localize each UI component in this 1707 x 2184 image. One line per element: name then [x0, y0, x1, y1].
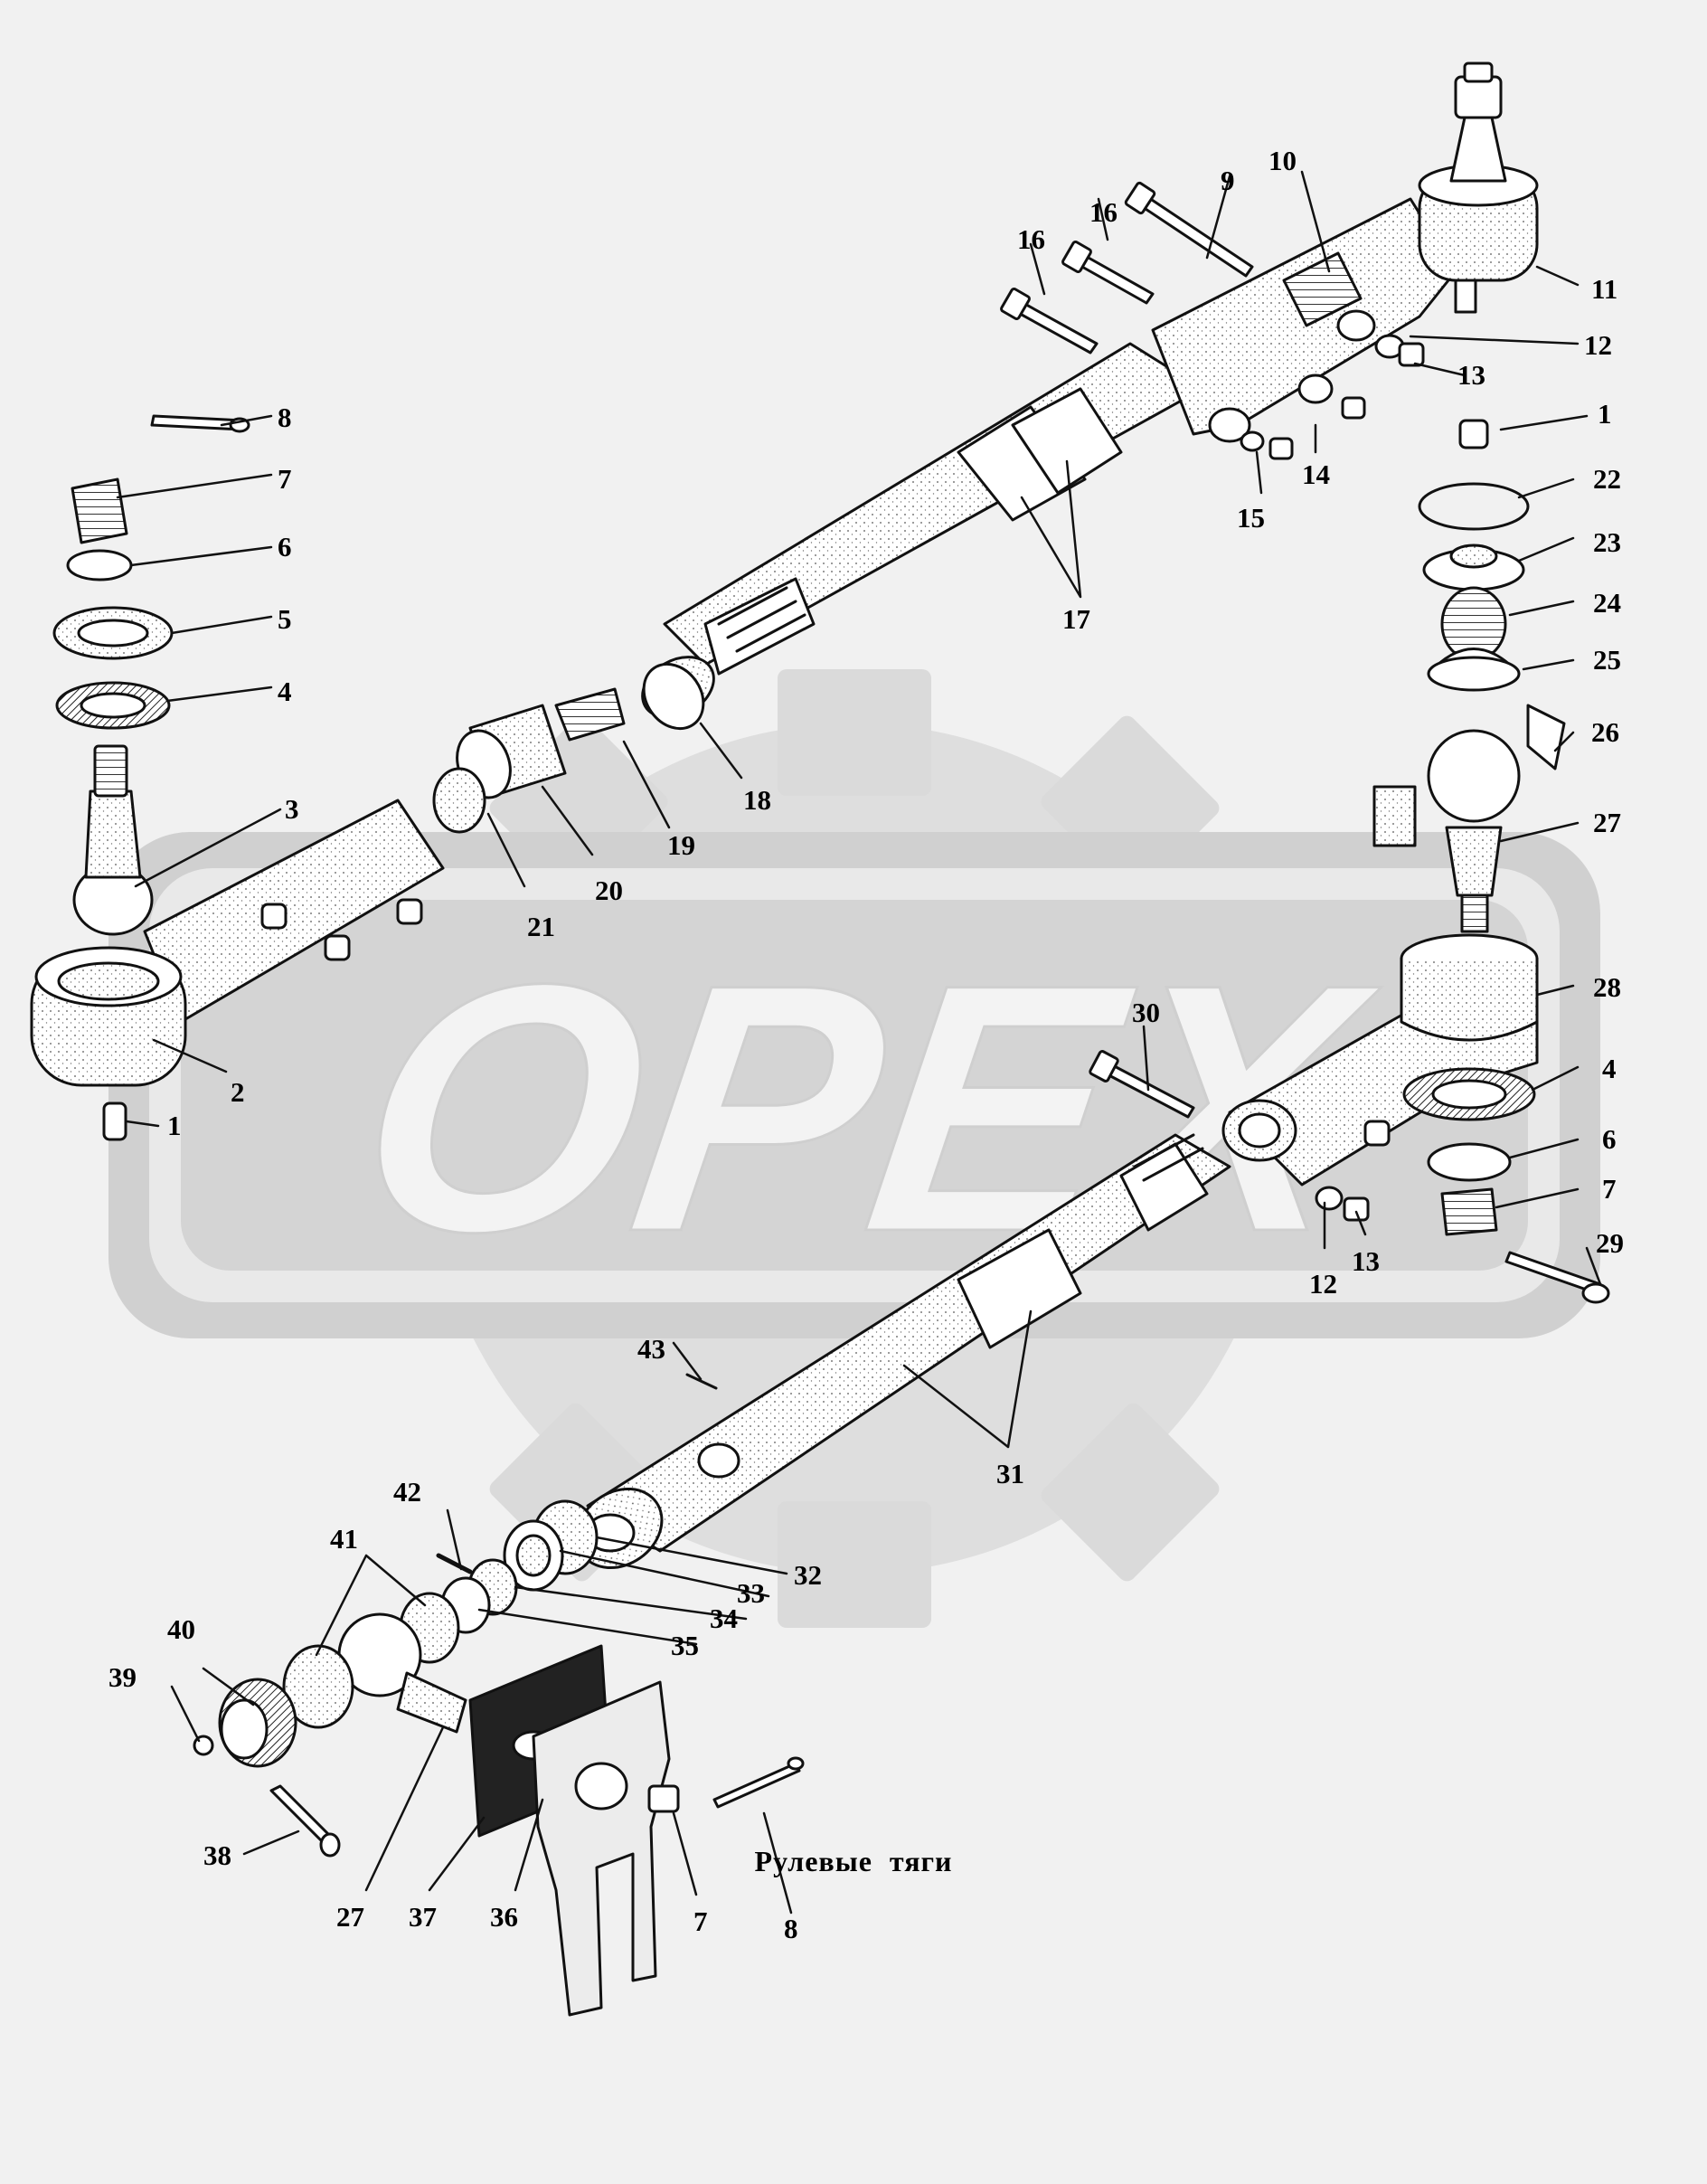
drawing	[30, 61, 1610, 2017]
callout-1b: 1	[1598, 398, 1612, 430]
callout-28: 28	[1593, 971, 1621, 1003]
callout-22: 22	[1593, 463, 1621, 495]
callout-4: 4	[278, 676, 292, 707]
pin-43	[685, 1373, 718, 1390]
lower-clamp-head	[1221, 933, 1610, 1304]
callout-12b: 12	[1309, 1268, 1337, 1300]
callout-15: 15	[1237, 502, 1265, 534]
callout-39: 39	[108, 1661, 137, 1693]
callout-1: 1	[167, 1110, 182, 1141]
inner-parts-upper	[432, 662, 705, 834]
callout-3: 3	[285, 793, 299, 825]
callout-18: 18	[743, 784, 771, 816]
callout-31: 31	[996, 1458, 1024, 1489]
callout-6: 6	[278, 531, 292, 563]
callout-13b: 13	[1352, 1245, 1380, 1277]
callout-35: 35	[671, 1630, 699, 1661]
callout-17: 17	[1062, 603, 1090, 635]
callout-2: 2	[231, 1076, 245, 1108]
plates	[468, 1644, 805, 2017]
callout-27: 27	[1593, 807, 1621, 838]
callout-23: 23	[1593, 526, 1621, 558]
callout-7c: 7	[693, 1905, 708, 1937]
callout-27b: 27	[336, 1901, 364, 1933]
callout-20: 20	[595, 875, 623, 906]
callout-40: 40	[167, 1613, 195, 1645]
upper-nuts-washers	[1240, 334, 1425, 460]
callout-41: 41	[330, 1523, 358, 1555]
callout-16: 16	[1089, 196, 1118, 228]
callout-6b: 6	[1602, 1123, 1617, 1155]
inner-parts-lower	[193, 1499, 599, 1858]
callout-30: 30	[1132, 997, 1160, 1028]
left-ball-pin	[72, 744, 154, 936]
watermark-text: OPEX	[339, 912, 1392, 1306]
callout-4b: 4	[1602, 1053, 1617, 1084]
left-stack	[52, 414, 250, 730]
callout-7b: 7	[1602, 1173, 1617, 1205]
callout-21: 21	[527, 911, 555, 942]
callout-14: 14	[1302, 459, 1330, 490]
figure-caption: Рулевые тяги	[754, 1845, 953, 1877]
right-stack	[1372, 419, 1566, 933]
callout-labels: 9 10 16 16 11 12 13 14 15 17 18 19 20 21…	[108, 145, 1624, 1944]
callout-32: 32	[794, 1559, 822, 1591]
callout-10: 10	[1268, 145, 1297, 176]
callout-16b: 16	[1017, 223, 1045, 255]
callout-13: 13	[1457, 359, 1485, 391]
upper-clamp-head	[1151, 61, 1539, 443]
callout-9: 9	[1221, 165, 1235, 196]
callout-25: 25	[1593, 644, 1621, 676]
leader-lines	[116, 170, 1602, 1915]
callout-38: 38	[203, 1839, 231, 1871]
callout-7: 7	[278, 463, 292, 495]
callout-33: 33	[737, 1577, 765, 1609]
callout-8b: 8	[784, 1913, 798, 1944]
lower-rod-tube	[575, 1133, 1231, 1570]
callout-34: 34	[710, 1603, 738, 1634]
callout-11: 11	[1591, 273, 1617, 305]
callout-24: 24	[1593, 587, 1621, 619]
callout-12: 12	[1584, 329, 1612, 361]
callout-42: 42	[393, 1476, 421, 1508]
callout-19: 19	[667, 829, 695, 861]
callout-36: 36	[490, 1901, 518, 1933]
bolts-upper	[1000, 181, 1254, 355]
left-tie-rod-end	[30, 799, 445, 1141]
callout-43: 43	[637, 1333, 665, 1365]
callout-26: 26	[1591, 716, 1619, 748]
callout-5: 5	[278, 603, 292, 635]
callout-8: 8	[278, 402, 292, 433]
callout-37: 37	[409, 1901, 437, 1933]
callout-29: 29	[1596, 1227, 1624, 1259]
